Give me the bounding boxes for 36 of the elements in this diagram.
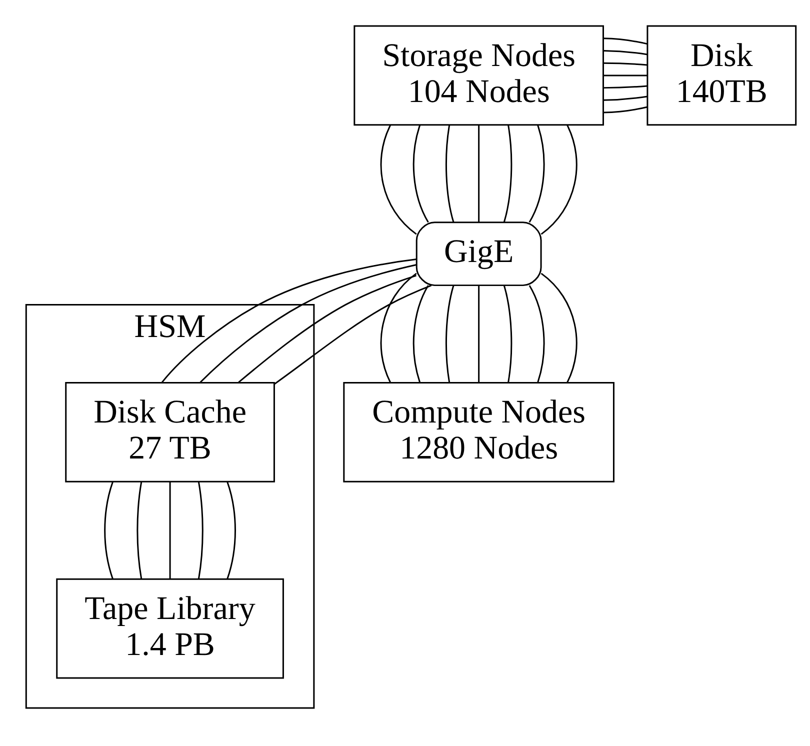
- connector: [380, 125, 417, 235]
- connector: [445, 285, 454, 383]
- connector: [528, 285, 545, 383]
- connector: [162, 258, 417, 383]
- connector: [478, 125, 480, 222]
- connector: [169, 482, 171, 579]
- connector: [445, 125, 454, 222]
- node-box: Compute Nodes 1280 Nodes: [343, 382, 614, 482]
- connector: [136, 482, 142, 579]
- connector: [412, 125, 429, 223]
- node-box: Disk 140TB: [646, 25, 797, 126]
- connector: [380, 272, 417, 384]
- connector: [238, 274, 416, 383]
- connector: [200, 264, 417, 383]
- node-box: GigE: [416, 222, 542, 286]
- connector: [604, 74, 648, 76]
- connector: [604, 85, 648, 89]
- connector: [540, 125, 578, 235]
- connector: [604, 106, 648, 114]
- connector: [604, 62, 648, 66]
- connector: [528, 125, 545, 223]
- node-box: Disk Cache 27 TB: [65, 382, 275, 482]
- node-box: Storage Nodes 104 Nodes: [354, 25, 604, 126]
- connector: [198, 482, 204, 579]
- connector: [226, 482, 236, 579]
- connector: [604, 38, 648, 45]
- connector: [412, 285, 429, 383]
- connector: [503, 285, 512, 383]
- connector: [503, 125, 512, 222]
- connector: [274, 284, 432, 385]
- node-box: Tape Library 1.4 PB: [56, 578, 284, 679]
- connector: [478, 285, 480, 382]
- connector: [604, 96, 648, 101]
- connector: [104, 482, 114, 579]
- connector: [540, 272, 578, 384]
- connector: [604, 50, 648, 56]
